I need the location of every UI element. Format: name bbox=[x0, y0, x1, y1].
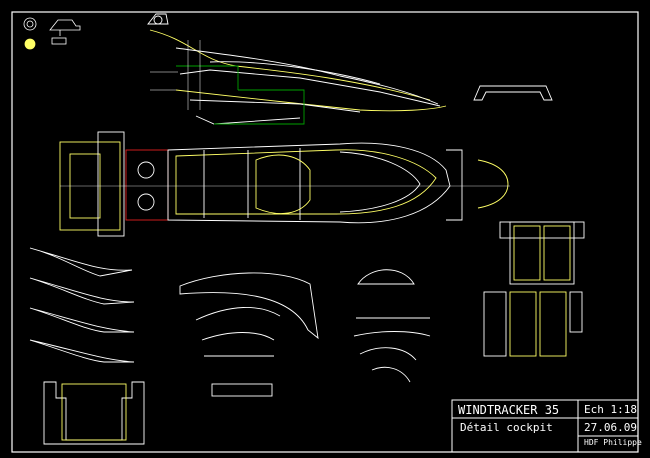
frame-templates bbox=[29, 247, 431, 397]
title-block bbox=[451, 399, 639, 453]
transom-part bbox=[43, 381, 145, 445]
detail-symbols bbox=[23, 17, 81, 50]
sheet-frame bbox=[11, 11, 639, 453]
plan-view bbox=[59, 131, 510, 237]
cockpit-sections bbox=[483, 221, 585, 357]
project-title: WINDTRACKER 35 bbox=[458, 403, 560, 417]
drawing-subtitle: Détail cockpit bbox=[460, 421, 553, 434]
hatch-part-side bbox=[473, 85, 553, 101]
side-elevation bbox=[147, 13, 447, 125]
scale-label: Ech 1:18 bbox=[584, 403, 637, 416]
drawing-date: 27.06.09 bbox=[584, 421, 637, 434]
author-name: HDF Philippe bbox=[584, 438, 642, 447]
